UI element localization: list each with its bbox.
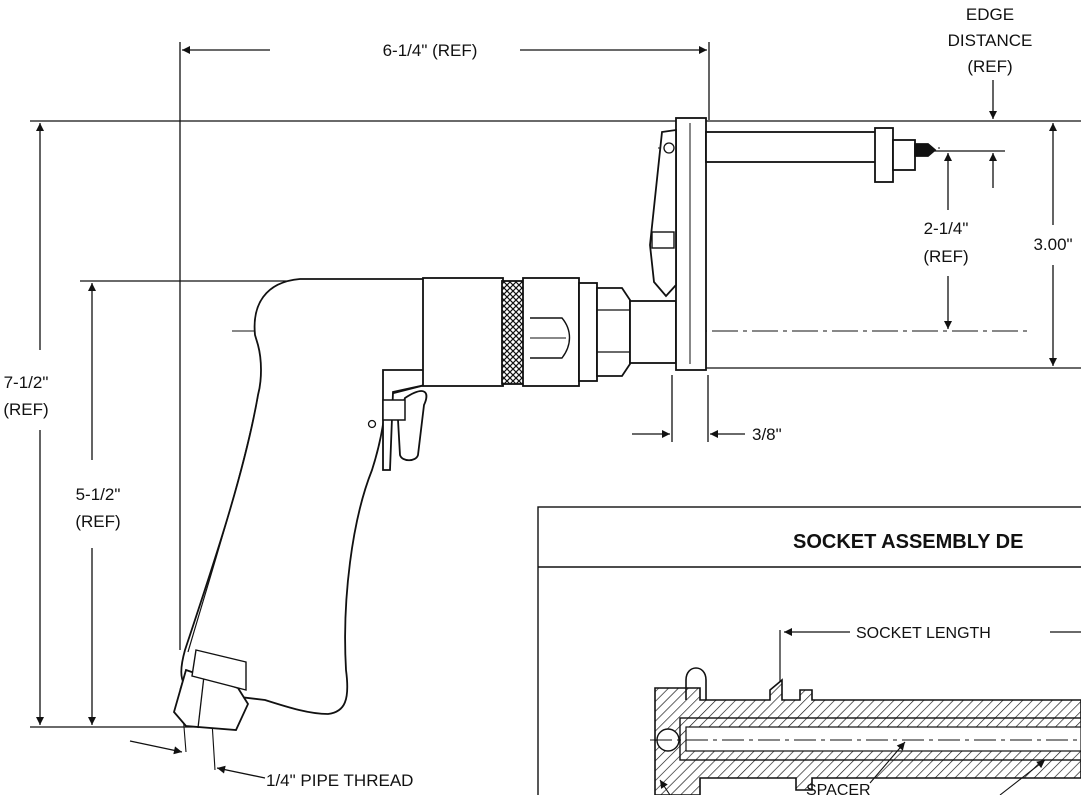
output-shaft [629, 300, 677, 364]
dimension-head-thickness: 3/8" [632, 425, 782, 444]
extension-arm [705, 131, 882, 163]
dimension-height-lower: 5-1/2" (REF) [75, 283, 121, 725]
pipe-thread-label: 1/4" PIPE THREAD [266, 771, 413, 790]
latch-lever [649, 128, 677, 298]
knurled-collar [501, 280, 525, 385]
height-overall-label-2: (REF) [3, 400, 48, 419]
extension-lines [30, 42, 1081, 728]
edge-distance-label-3: (REF) [967, 57, 1012, 76]
nose-housing [522, 277, 580, 387]
dimension-width-overall: 6-1/4" (REF) [182, 41, 707, 60]
head-thickness-label: 3/8" [752, 425, 782, 444]
height-overall-label-1: 7-1/2" [4, 373, 49, 392]
edge-distance-label-2: DISTANCE [948, 31, 1033, 50]
edge-distance-label-1: EDGE [966, 5, 1014, 24]
motor-housing [422, 277, 504, 387]
dimension-edge-distance: EDGE DISTANCE (REF) [948, 5, 1033, 188]
dimension-head-height: 3.00" [1033, 123, 1073, 366]
socket-assembly-detail: SOCKET ASSEMBLY DE SOCKET LENGTH SPACER [537, 506, 1081, 795]
hex-nut [596, 287, 631, 377]
detail-title: SOCKET ASSEMBLY DE [793, 531, 1023, 553]
dimension-pipe-thread: 1/4" PIPE THREAD [129, 701, 413, 790]
height-lower-label-2: (REF) [75, 512, 120, 531]
spacer-label: SPACER [806, 782, 871, 795]
head-height-label: 3.00" [1033, 235, 1072, 254]
socket-length-label: SOCKET LENGTH [856, 625, 991, 642]
height-lower-label-1: 5-1/2" [76, 485, 121, 504]
angle-head-plate [675, 117, 707, 371]
tool-drawing [173, 117, 937, 731]
dimension-offset: 2-1/4" (REF) [923, 153, 969, 329]
offset-label-1: 2-1/4" [924, 219, 969, 238]
width-overall-label: 6-1/4" (REF) [383, 41, 478, 60]
dimension-height-overall: 7-1/2" (REF) [3, 123, 49, 725]
pistol-grip [180, 278, 426, 715]
offset-label-2: (REF) [923, 247, 968, 266]
